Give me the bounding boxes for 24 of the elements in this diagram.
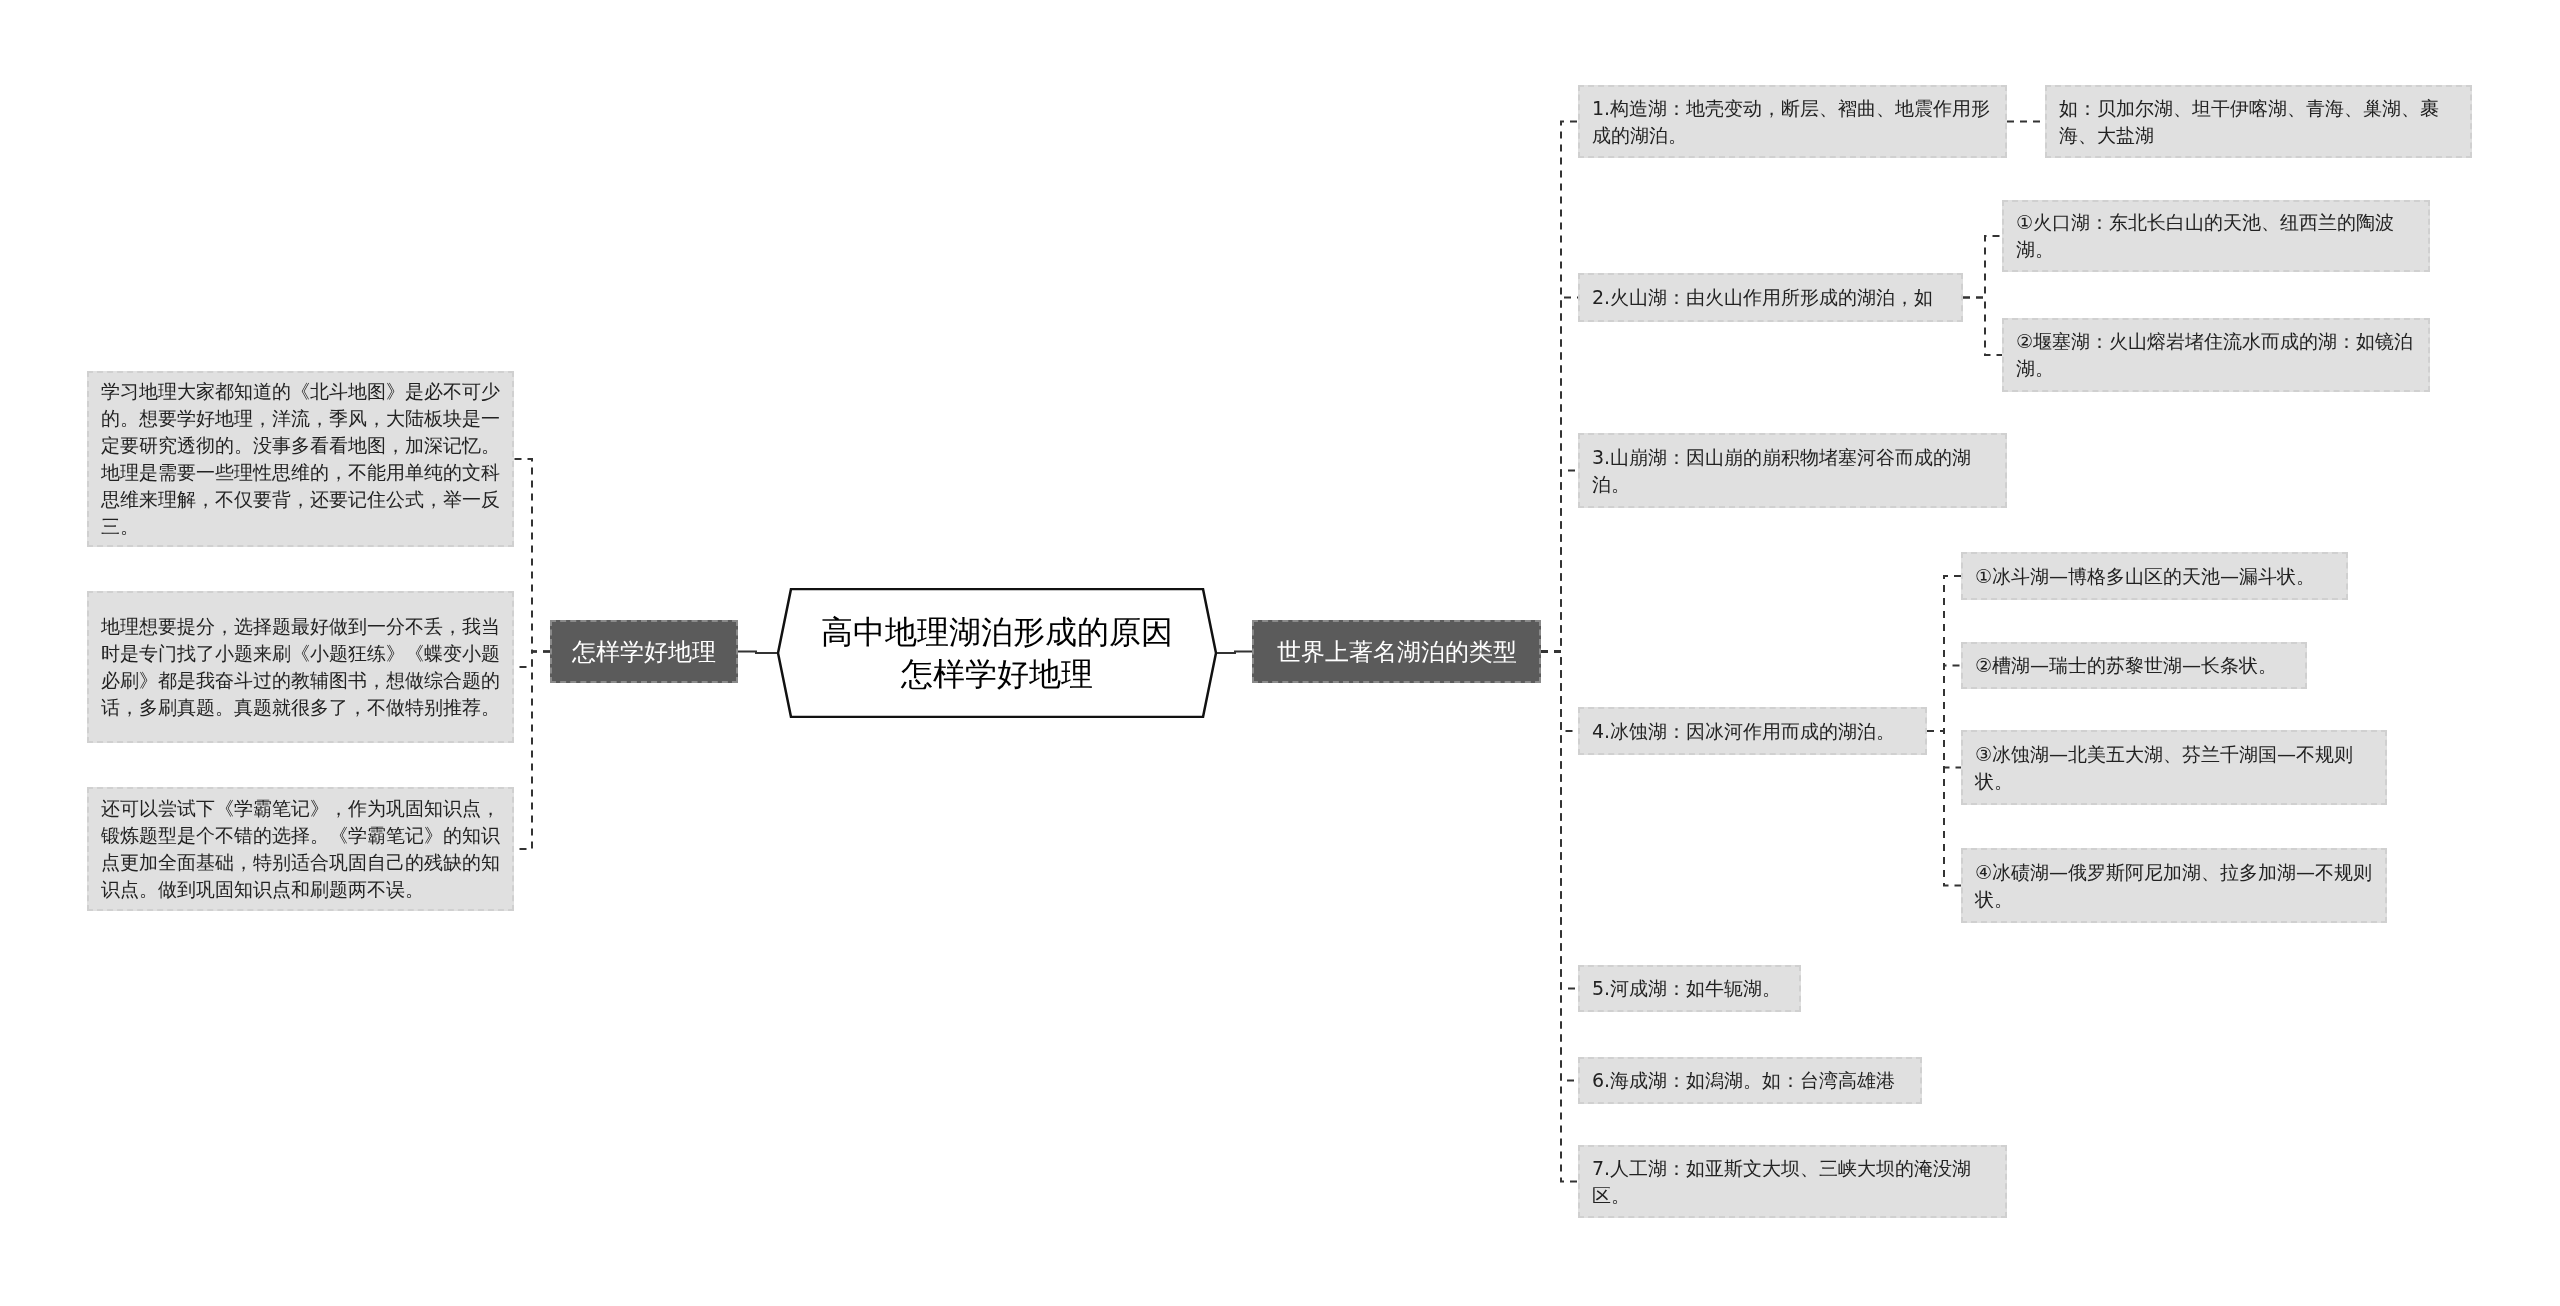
topic-box: 还可以尝试下《学霸笔记》，作为巩固知识点，锻炼题型是个不错的选择。《学霸笔记》的知识点更加全面基础，特别适合巩固自己的残缺的知识点。做到巩固知识点和刷题两不误。 [87,787,514,911]
topic-box: 7.人工湖：如亚斯文大坝、三峡大坝的淹没湖区。 [1578,1145,2007,1218]
topic-box: 3.山崩湖：因山崩的崩积物堵塞河谷而成的湖泊。 [1578,433,2007,508]
branch-topic: 怎样学好地理 [550,620,738,683]
connector-line [1216,650,1253,654]
topic-box: 学习地理大家都知道的《北斗地图》是必不可少的。想要学好地理，洋流，季风，大陆板块是一定要研究透彻的。没事多看看地图，加深记忆。地理是需要一些理性思维的，不能用单纯的文科思维来理解，不仅要背，还要记住公式，举一反三。 [87,371,514,547]
central-topic: 高中地理湖泊形成的原因怎样学好地理 [777,588,1217,718]
branch-topic: 世界上著名湖泊的类型 [1252,620,1541,683]
connector-line [1962,296,2003,356]
topic-box: ③冰蚀湖—北美五大湖、芬兰千湖国—不规则状。 [1961,730,2387,805]
topic-box: ④冰碛湖—俄罗斯阿尼加湖、拉多加湖—不规则状。 [1961,848,2387,923]
topic-box: 4.冰蚀湖：因冰河作用而成的湖泊。 [1578,707,1927,755]
topic-box: ①火口湖：东北长白山的天池、纽西兰的陶波湖。 [2002,200,2430,272]
topic-box: ①冰斗湖—博格多山区的天池—漏斗状。 [1961,552,2348,600]
topic-box: 如：贝加尔湖、坦干伊喀湖、青海、巢湖、裹海、大盐湖 [2045,85,2472,158]
topic-box: ②堰塞湖：火山熔岩堵住流水而成的湖：如镜泊湖。 [2002,318,2430,392]
topic-box: 1.构造湖：地壳变动，断层、褶曲、地震作用形成的湖泊。 [1578,85,2007,158]
topic-box: 5.河成湖：如牛轭湖。 [1578,965,1801,1012]
topic-box: 地理想要提分，选择题最好做到一分不丢，我当时是专门找了小题来刷《小题狂练》《蝶变小题必刷》都是我奋斗过的教辅图书，想做综合题的话，多刷真题。真题就很多了，不做特别推荐。 [87,591,514,743]
topic-box: 6.海成湖：如潟湖。如：台湾高雄港 [1578,1057,1922,1104]
topic-box: ②槽湖—瑞士的苏黎世湖—长条状。 [1961,642,2307,689]
connector-line [737,650,778,654]
connector-line [1926,730,1962,887]
topic-box: 2.火山湖：由火山作用所形成的湖泊，如 [1578,273,1963,322]
